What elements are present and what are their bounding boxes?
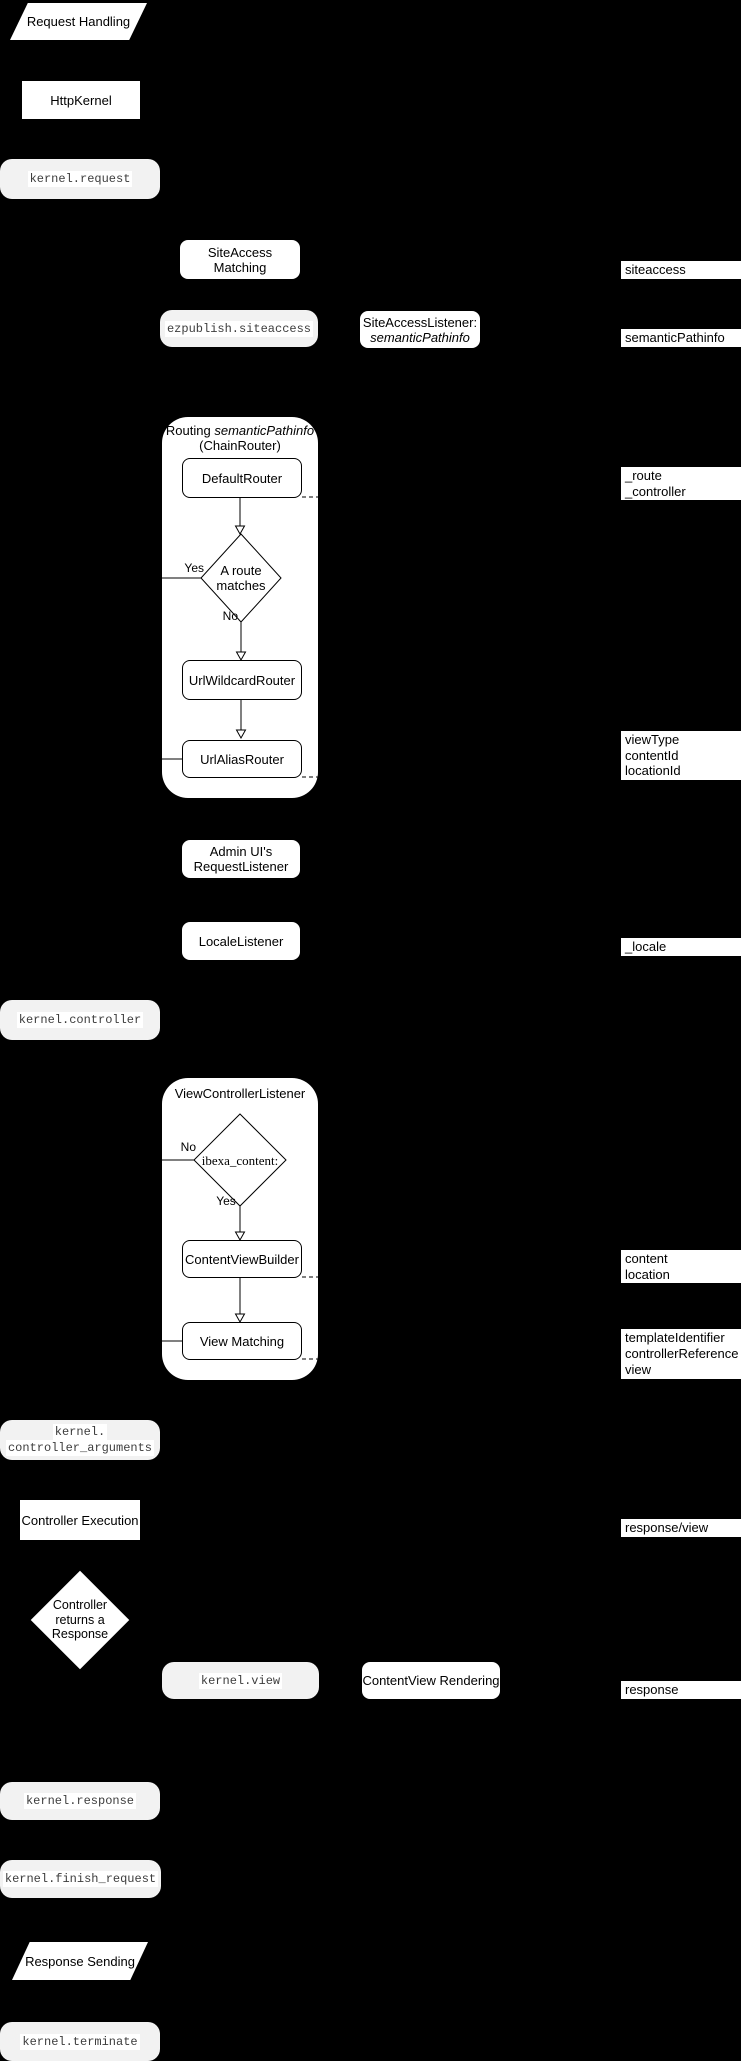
annotation-view-text: view xyxy=(625,1362,652,1377)
annotation-locationid-text: locationId xyxy=(625,763,681,778)
siteaccess-listener-line1: SiteAccessListener: xyxy=(362,314,478,330)
ibexa-content-decision-label: ibexa_content: xyxy=(201,1153,279,1168)
annotation-viewtype-text: viewType xyxy=(625,732,680,747)
http-kernel-box: HttpKernel xyxy=(22,81,140,119)
annotation-location-text: location xyxy=(625,1266,670,1282)
ezpublish-siteaccess-label: ezpublish.siteaccess xyxy=(164,320,314,337)
annotation-controller-text: _controller xyxy=(625,483,686,499)
controller-returns-line2: returns a xyxy=(55,1612,105,1627)
annotation-response-view-text: response/view xyxy=(625,1520,709,1535)
admin-request-listener-line1: Admin UI's xyxy=(209,844,273,859)
http-kernel-label: HttpKernel xyxy=(50,92,112,108)
annotation-response: response xyxy=(621,1681,741,1699)
admin-request-listener-line2: RequestListener xyxy=(193,859,289,874)
kernel-response-event: kernel.response xyxy=(0,1782,160,1820)
url-wildcard-router-label: UrlWildcardRouter xyxy=(188,672,296,688)
default-router-box: DefaultRouter xyxy=(182,458,302,498)
content-view-rendering-box: ContentView Rendering xyxy=(362,1662,500,1699)
annotation-locale: _locale xyxy=(621,938,741,956)
annotation-template-identifier-text: templateIdentifier xyxy=(625,1330,725,1345)
route-matches-line1: A route xyxy=(220,563,262,578)
route-matches-line2: matches xyxy=(216,578,266,593)
routing-no-label: No xyxy=(222,609,238,623)
locale-listener-label: LocaleListener xyxy=(198,933,284,949)
annotation-content-location: content location xyxy=(621,1250,741,1283)
routing-flow-lines xyxy=(162,496,318,778)
kernel-finish-request-event: kernel.finish_request xyxy=(0,1860,161,1898)
annotation-contentid-text: contentId xyxy=(625,747,679,763)
request-handling-start: Request Handling xyxy=(10,3,147,40)
annotation-siteaccess: siteaccess xyxy=(621,261,741,279)
kernel-request-label: kernel.request xyxy=(27,171,133,187)
annotation-response-view: response/view xyxy=(621,1519,741,1537)
kernel-request-event: kernel.request xyxy=(0,159,160,199)
kernel-controller-arguments-line2: controller_arguments xyxy=(5,1440,155,1456)
kernel-response-label: kernel.response xyxy=(23,1793,137,1809)
view-matching-label: View Matching xyxy=(199,1333,285,1349)
kernel-controller-label: kernel.controller xyxy=(16,1012,144,1028)
kernel-view-label: kernel.view xyxy=(198,1672,283,1689)
controller-returns-response-diamond xyxy=(29,1569,131,1671)
content-view-builder-box: ContentViewBuilder xyxy=(182,1240,302,1278)
annotation-semantic-pathinfo-text: semanticPathinfo xyxy=(625,330,725,345)
annotation-template-controller: templateIdentifier controllerReference xyxy=(621,1329,741,1362)
view-controller-no-label: No xyxy=(180,1140,196,1154)
admin-request-listener-box: Admin UI's RequestListener xyxy=(182,840,300,878)
controller-returns-line3: Response xyxy=(51,1627,109,1641)
kernel-terminate-event: kernel.terminate xyxy=(0,2022,160,2061)
annotation-route-controller: _route _controller xyxy=(621,467,741,500)
content-view-builder-label: ContentViewBuilder xyxy=(185,1251,299,1267)
parallelogram-shape xyxy=(10,3,147,40)
controller-execution-box: Controller Execution xyxy=(20,1500,140,1540)
controller-returns-line1: Controller xyxy=(52,1598,108,1612)
routing-subtitle: (ChainRouter) xyxy=(199,438,281,453)
response-sending-end: Response Sending xyxy=(12,1942,148,1980)
ezpublish-siteaccess-event: ezpublish.siteaccess xyxy=(160,310,318,347)
annotation-route-text: _route xyxy=(625,468,662,483)
annotation-locale-text: _locale xyxy=(625,939,667,954)
view-controller-listener-title: ViewControllerListener xyxy=(174,1086,306,1101)
view-controller-yes-label: Yes xyxy=(216,1194,236,1208)
routing-title-italic: semanticPathinfo xyxy=(214,423,315,438)
controller-returns-response-label: Controller returns a Response xyxy=(40,1598,120,1642)
siteaccess-listener-line2: semanticPathinfo xyxy=(370,329,470,345)
kernel-controller-event: kernel.controller xyxy=(0,1000,160,1040)
kernel-view-event: kernel.view xyxy=(162,1662,319,1699)
controller-execution-label: Controller Execution xyxy=(21,1512,139,1528)
kernel-finish-request-label: kernel.finish_request xyxy=(2,1871,159,1887)
view-matching-box: View Matching xyxy=(182,1322,302,1360)
routing-title: Routing semanticPathinfo xyxy=(162,423,318,438)
siteaccess-matching-label: SiteAccess Matching xyxy=(207,244,273,275)
annotation-semantic-pathinfo: semanticPathinfo xyxy=(621,329,741,347)
annotation-view: view xyxy=(621,1361,741,1379)
response-sending-label: Response Sending xyxy=(25,1953,135,1969)
annotation-controller-reference-text: controllerReference xyxy=(625,1345,739,1361)
locale-listener-box: LocaleListener xyxy=(182,922,300,960)
url-alias-router-box: UrlAliasRouter xyxy=(182,740,302,778)
routing-title-text: Routing xyxy=(165,423,211,438)
request-handling-label: Request Handling xyxy=(26,14,131,29)
annotation-view-params: viewType contentId locationId xyxy=(621,731,741,780)
routing-yes-label: Yes xyxy=(184,561,204,575)
annotation-siteaccess-text: siteaccess xyxy=(625,262,686,277)
default-router-label: DefaultRouter xyxy=(201,470,283,486)
url-alias-router-label: UrlAliasRouter xyxy=(200,751,284,767)
annotation-content-text: content xyxy=(625,1251,668,1266)
view-controller-flow-lines xyxy=(162,1113,318,1360)
url-wildcard-router-box: UrlWildcardRouter xyxy=(182,660,302,700)
kernel-controller-arguments-event: kernel. controller_arguments xyxy=(0,1420,160,1460)
kernel-terminate-label: kernel.terminate xyxy=(20,2033,140,2050)
kernel-controller-arguments-line1: kernel. xyxy=(52,1424,108,1440)
parallelogram-shape xyxy=(12,1942,148,1980)
siteaccess-matching-box: SiteAccess Matching xyxy=(180,240,300,279)
annotation-response-text: response xyxy=(625,1682,679,1697)
siteaccess-listener-box: SiteAccessListener: semanticPathinfo xyxy=(360,311,480,348)
route-matches-decision-label: A route matches xyxy=(201,563,281,593)
content-view-rendering-label: ContentView Rendering xyxy=(362,1673,500,1688)
